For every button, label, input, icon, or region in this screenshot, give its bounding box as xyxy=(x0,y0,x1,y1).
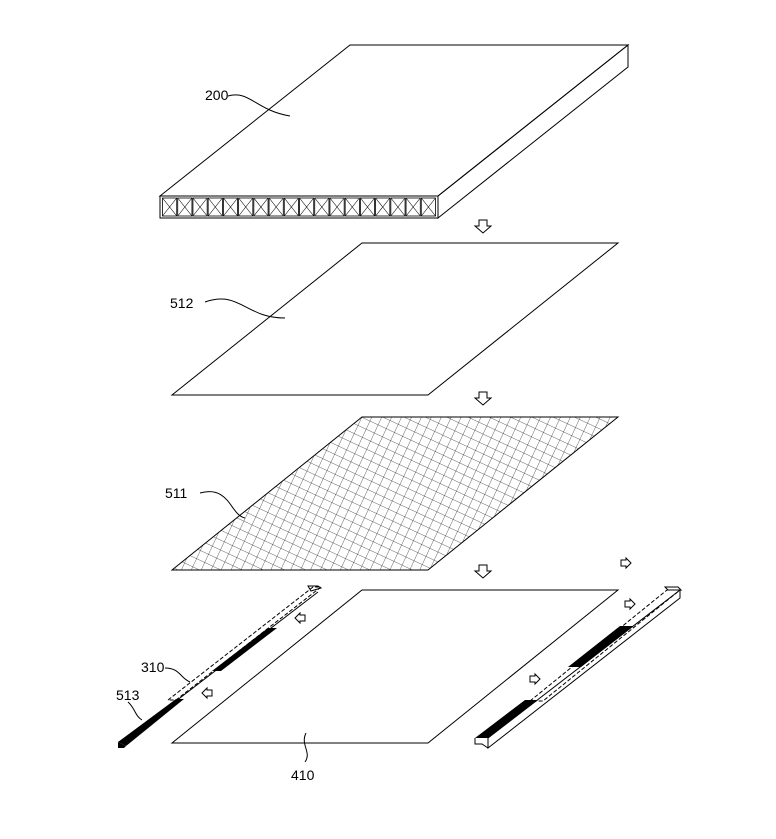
label-513: 513 xyxy=(116,687,140,703)
core-cell xyxy=(283,197,299,217)
core-cell xyxy=(299,197,315,217)
right-edge-rail xyxy=(474,586,683,750)
core-cell xyxy=(162,197,178,217)
core-cell xyxy=(359,197,376,217)
core-cell xyxy=(192,197,208,217)
core-cell xyxy=(268,197,284,217)
core-cell xyxy=(420,197,436,217)
down-arrow-icon xyxy=(474,219,492,234)
core-cell xyxy=(177,197,193,217)
right-arrow-icon xyxy=(620,557,632,569)
leader-511 xyxy=(199,491,246,519)
core-cells xyxy=(162,197,436,217)
label-200: 200 xyxy=(205,87,229,103)
core-cell xyxy=(253,197,269,217)
down-arrow-icon xyxy=(474,391,492,406)
label-310: 310 xyxy=(141,659,165,675)
core-cell xyxy=(390,197,406,217)
mesh-511 xyxy=(170,416,620,571)
left-arrow-icon xyxy=(201,687,213,699)
core-cell xyxy=(207,197,223,217)
label-410: 410 xyxy=(291,767,315,783)
core-cell xyxy=(329,197,345,217)
leader-310 xyxy=(164,667,191,683)
honeycomb-panel-200 xyxy=(158,43,630,220)
left-edge-rail xyxy=(118,585,323,748)
leader-410 xyxy=(303,732,308,763)
core-cell xyxy=(344,197,360,217)
right-arrow-icon xyxy=(529,673,541,685)
right-arrow-icon xyxy=(624,598,636,610)
leader-200 xyxy=(227,94,291,117)
down-arrow-icon xyxy=(474,564,492,579)
core-cell xyxy=(405,197,421,217)
core-cell xyxy=(375,197,391,217)
core-cell xyxy=(222,197,239,217)
sheet-512 xyxy=(170,242,620,396)
core-cell xyxy=(238,197,254,217)
left-arrow-icon xyxy=(294,612,306,624)
core-cell xyxy=(314,197,330,217)
label-511: 511 xyxy=(165,485,188,501)
leader-512 xyxy=(204,298,286,319)
panel-410 xyxy=(170,589,620,744)
leader-513 xyxy=(127,701,143,721)
label-512: 512 xyxy=(170,295,194,311)
